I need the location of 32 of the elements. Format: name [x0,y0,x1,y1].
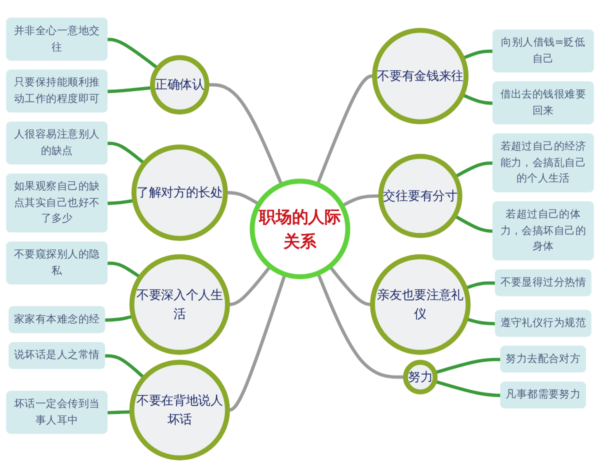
node-circle: 交往要有分寸 [378,154,462,238]
node-circle: 亲友也要注意礼仪 [370,254,471,355]
connector [105,354,146,380]
connector [454,161,494,178]
connector [462,50,494,60]
connector [105,314,134,322]
connector [108,198,135,206]
connector [108,410,132,414]
connector [434,358,502,374]
node-circle: 努力 [403,360,438,394]
node-circle: 不要有金钱来往 [372,28,469,124]
node-circle: 了解对方的长处 [131,144,228,241]
connector [328,265,373,306]
connector [108,38,159,70]
node-circle: 不要在背地说人坏话 [129,360,230,460]
node-circle: 不要深入个人生活 [129,254,230,355]
connector [464,281,496,290]
connector [108,86,153,94]
connector [465,317,496,326]
connector [316,74,375,186]
connector [434,380,502,398]
connector [108,262,142,279]
connector [341,194,381,208]
connector [316,272,406,379]
connector [227,265,272,306]
connector [225,191,260,206]
node-circle: 正确体认 [150,55,210,114]
connector [454,214,494,233]
connector [227,274,286,412]
connector [108,142,146,165]
connector [206,83,284,186]
node-circle: 职场的人际关系 [250,178,350,280]
